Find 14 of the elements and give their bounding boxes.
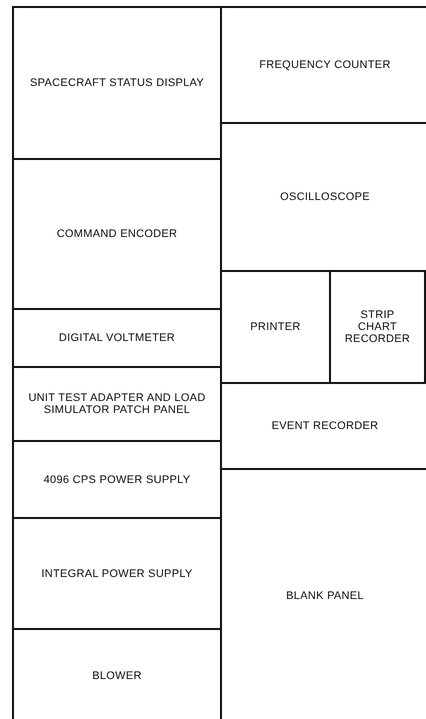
panel-label: UNIT TEST ADAPTER AND LOAD SIMULATOR PATCH PANEL	[27, 392, 207, 416]
panel-label: BLOWER	[92, 670, 142, 682]
panel-label: PRINTER	[250, 321, 301, 333]
rack-panel	[12, 6, 222, 160]
panel-label: FREQUENCY COUNTER	[259, 59, 391, 71]
panel-label: BLANK PANEL	[286, 590, 364, 602]
panel-label: 4096 CPS POWER SUPPLY	[44, 474, 190, 486]
panel-label: STRIP CHART RECORDER	[344, 309, 412, 345]
panel-label: COMMAND ENCODER	[56, 228, 178, 240]
panel-label: OSCILLOSCOPE	[280, 191, 370, 203]
panel-label: SPACECRAFT STATUS DISPLAY	[30, 77, 204, 89]
panel-label: EVENT RECORDER	[272, 420, 378, 432]
panel-label: DIGITAL VOLTMETER	[58, 332, 176, 344]
panel-label: INTEGRAL POWER SUPPLY	[41, 568, 193, 580]
